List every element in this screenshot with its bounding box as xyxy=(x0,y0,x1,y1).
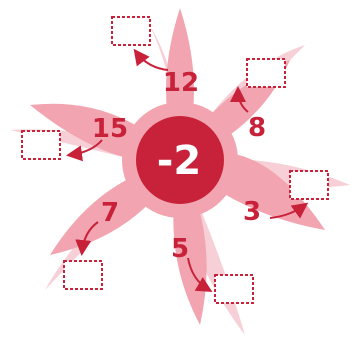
answer-box-lower-left[interactable] xyxy=(64,261,102,289)
petal-number-bottom: 5 xyxy=(171,234,189,264)
petal-number-top: 12 xyxy=(163,68,199,98)
answer-box-top[interactable] xyxy=(112,17,150,45)
answer-box-right[interactable] xyxy=(290,171,328,199)
answer-box-left[interactable] xyxy=(22,131,60,159)
petal-number-right: 3 xyxy=(243,197,261,227)
center-value: -2 xyxy=(157,138,201,184)
answer-box-upper-right[interactable] xyxy=(247,59,285,87)
petal-number-left: 15 xyxy=(92,114,128,144)
petal-number-upper-right: 8 xyxy=(248,113,266,143)
petal-number-lower-left: 7 xyxy=(101,198,119,228)
answer-box-bottom[interactable] xyxy=(215,275,253,303)
